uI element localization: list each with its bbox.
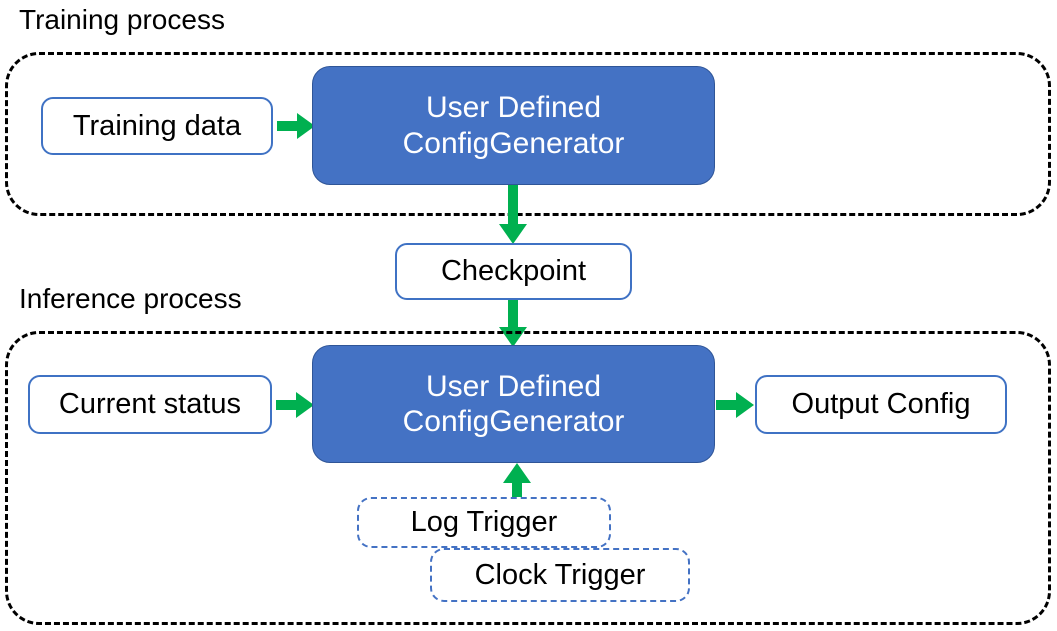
arrow-generator-to-output-config: [716, 392, 754, 418]
clock-trigger-label: Clock Trigger: [474, 558, 646, 591]
training-process-caption: Training process: [19, 4, 225, 35]
training-generator-label-line1: User Defined: [425, 91, 602, 125]
inference-process-group: [5, 331, 1051, 625]
current-status-node[interactable]: Current status: [28, 375, 272, 434]
arrow-training-data-to-generator: [277, 113, 315, 139]
training-process-group: [5, 52, 1051, 216]
inference-config-generator-node[interactable]: User Defined ConfigGenerator: [312, 345, 715, 463]
inference-process-caption: Inference process: [19, 283, 242, 314]
arrow-training-generator-to-checkpoint: [499, 185, 527, 244]
arrow-current-status-to-generator: [276, 392, 314, 418]
current-status-label: Current status: [58, 388, 242, 421]
log-trigger-label: Log Trigger: [410, 506, 558, 539]
training-config-generator-node[interactable]: User Defined ConfigGenerator: [312, 66, 715, 185]
checkpoint-node[interactable]: Checkpoint: [395, 243, 632, 300]
log-trigger-node[interactable]: Log Trigger: [357, 497, 611, 548]
inference-generator-label-line2: ConfigGenerator: [402, 405, 625, 438]
checkpoint-label: Checkpoint: [440, 255, 587, 288]
output-config-label: Output Config: [791, 388, 971, 421]
arrow-checkpoint-to-inference-generator: [499, 300, 527, 347]
clock-trigger-node[interactable]: Clock Trigger: [430, 548, 690, 602]
training-data-label: Training data: [72, 109, 242, 142]
inference-generator-label-line1: User Defined: [425, 369, 602, 403]
training-generator-label-line2: ConfigGenerator: [402, 126, 625, 160]
arrow-triggers-to-generator: [503, 463, 531, 501]
output-config-node[interactable]: Output Config: [755, 375, 1007, 434]
training-data-node[interactable]: Training data: [41, 97, 273, 155]
